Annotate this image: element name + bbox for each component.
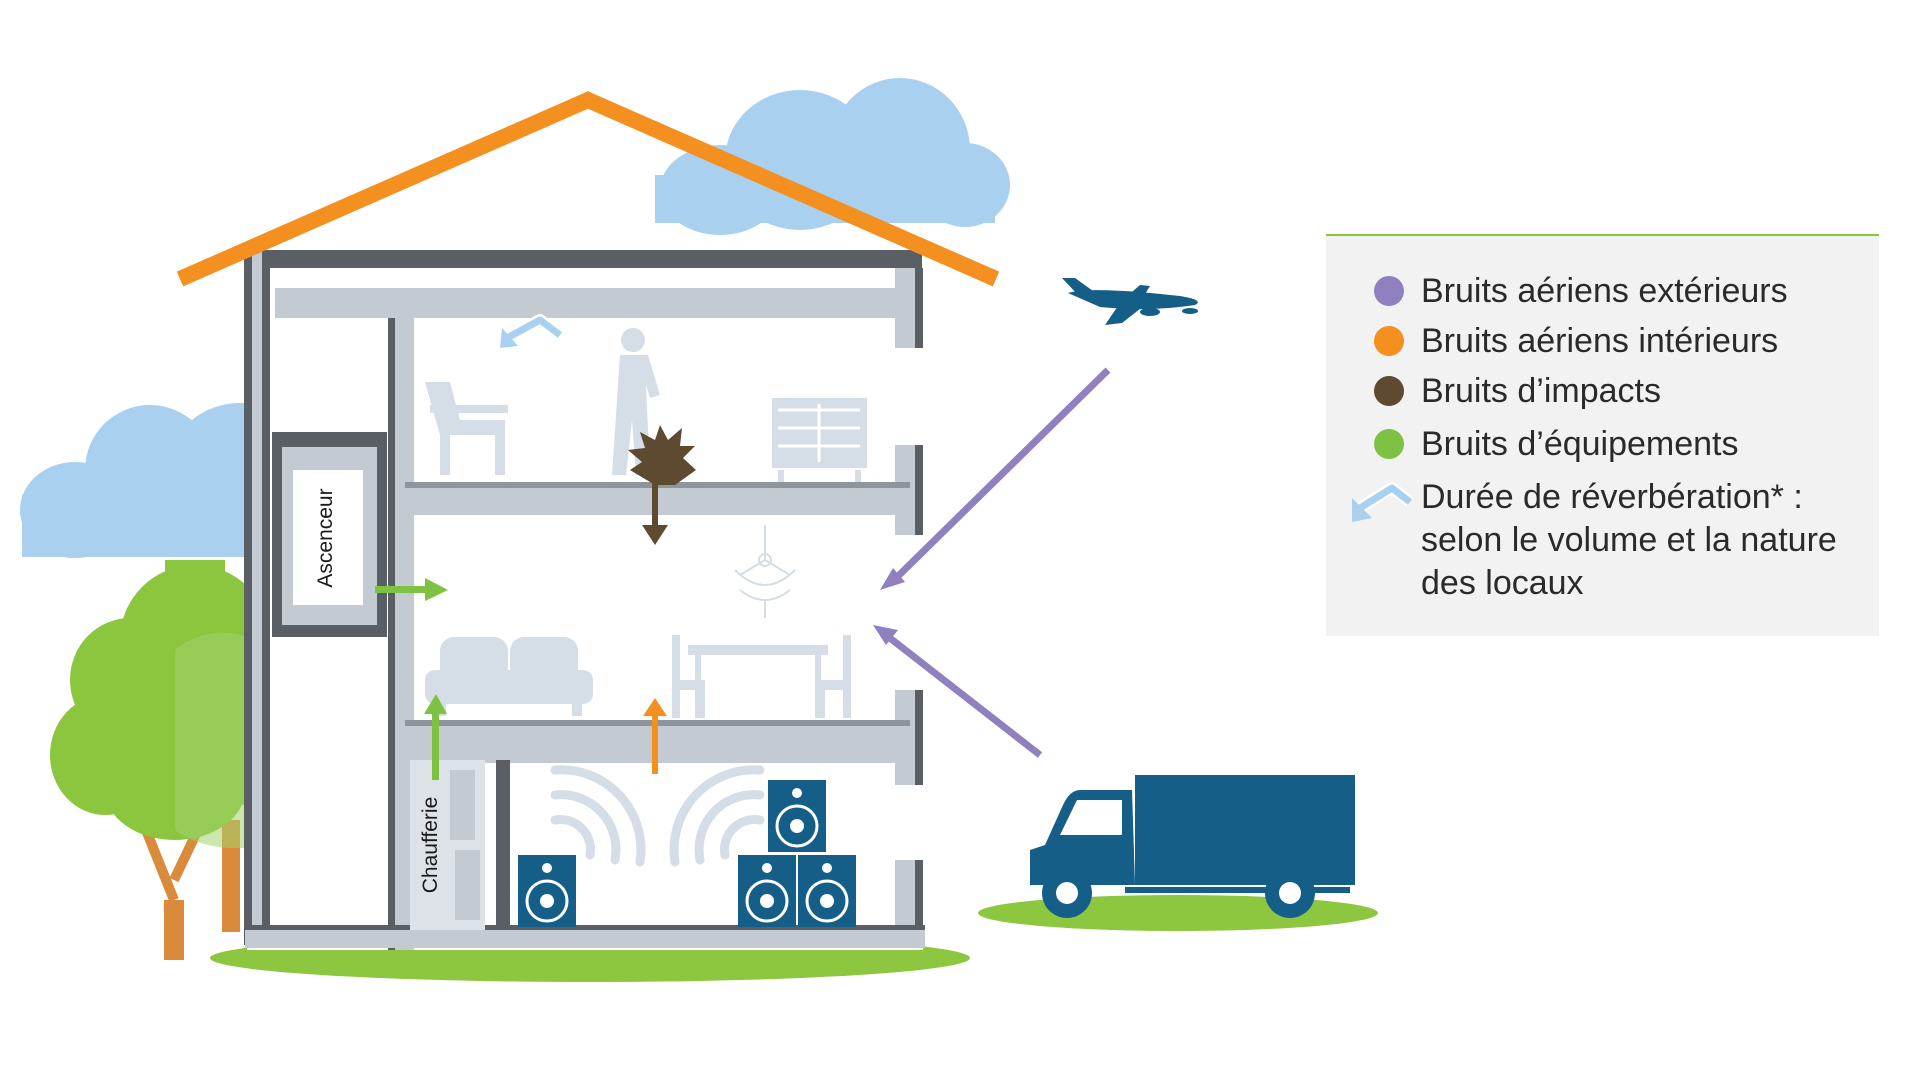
airplane-icon: [1062, 278, 1198, 325]
roof: [176, 91, 1000, 287]
equipment-noise-arrow-elevator: [375, 578, 448, 601]
exterior-noise-arrow-plane: [880, 367, 1111, 590]
interior-airborne-noise-arrow: [643, 698, 667, 774]
sound-waves-icon: [550, 765, 765, 867]
truck-icon: [1030, 775, 1355, 918]
dining-table-icon: [672, 635, 851, 718]
speaker-icon: [518, 855, 576, 927]
boiler-room-label: Chaufferie: [419, 797, 442, 894]
legend-reverb-line-2: selon le volume et la nature: [1421, 521, 1837, 559]
legend-dot-interior: [1374, 326, 1404, 356]
legend-label-equipment: Bruits d’équipements: [1421, 425, 1739, 463]
legend-label-impacts: Bruits d’impacts: [1421, 372, 1661, 410]
cloud-right-icon: [655, 78, 1010, 235]
reverberation-arrow-top: [500, 314, 564, 348]
chandelier-icon: [734, 525, 796, 618]
legend-label-exterior: Bruits aériens extérieurs: [1421, 272, 1788, 310]
reverberation-arrow-icon: [1352, 482, 1414, 522]
impact-noise-starburst-icon: [628, 425, 696, 485]
impact-noise-arrow: [642, 470, 668, 545]
equipment-noise-arrow-boiler: [424, 694, 447, 780]
legend-dot-equipment: [1374, 429, 1404, 459]
exterior-noise-arrow-truck: [873, 625, 1043, 758]
armchair-icon: [425, 382, 508, 475]
dresser-icon: [772, 398, 867, 482]
legend-reverb-line-1: Durée de réverbération* :: [1421, 478, 1803, 516]
speaker-stack-icon: [738, 780, 856, 927]
legend-label-interior: Bruits aériens intérieurs: [1421, 322, 1779, 360]
truck-grass: [978, 895, 1378, 931]
legend-dot-impacts: [1374, 376, 1404, 406]
legend-dot-exterior: [1374, 276, 1404, 306]
sofa-icon: [425, 637, 593, 716]
legend-reverb-line-3: des locaux: [1421, 564, 1584, 602]
elevator-label: Ascenceur: [314, 488, 337, 587]
legend: Bruits aériens extérieurs Bruits aériens…: [1326, 234, 1879, 636]
